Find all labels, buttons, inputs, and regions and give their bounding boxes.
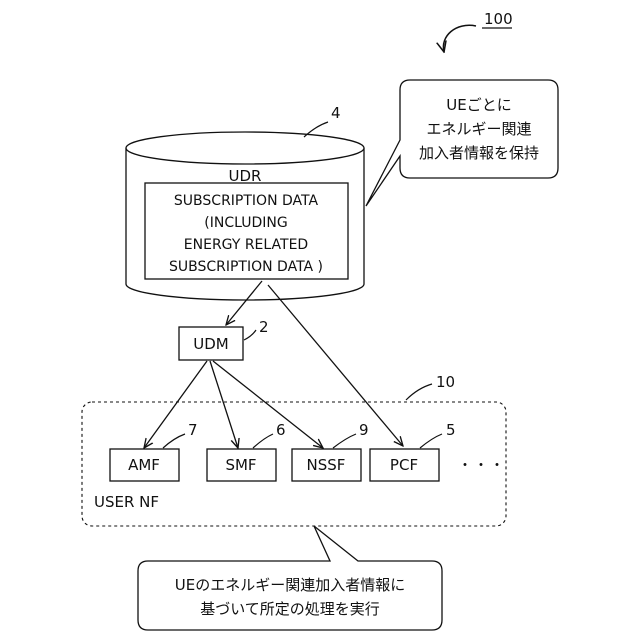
user-nf-ref-label: 10 (436, 373, 455, 391)
udr-callout-line-1: UEごとに (446, 96, 511, 114)
bottom-callout-line-2: 基づいて所定の処理を実行 (200, 600, 380, 618)
nssf-label: NSSF (307, 456, 346, 474)
udr-ref-label: 4 (331, 104, 341, 122)
amf-ref-label: 7 (188, 421, 198, 439)
smf-ref-label: 6 (276, 421, 286, 439)
udr-callout-bubble: UEごとに エネルギー関連 加入者情報を保持 (366, 80, 558, 206)
pcf-label: PCF (390, 456, 418, 474)
bottom-callout-bubble: UEのエネルギー関連加入者情報に 基づいて所定の処理を実行 (138, 526, 442, 630)
udm-label: UDM (193, 335, 228, 353)
subscription-line-1: SUBSCRIPTION DATA (174, 193, 319, 209)
udm-ref-label: 2 (259, 318, 269, 336)
arrow-udm-to-smf (210, 361, 238, 448)
pcf-ref-label: 5 (446, 421, 456, 439)
nssf-ref-label: 9 (359, 421, 369, 439)
udr-database: UDR SUBSCRIPTION DATA (INCLUDING ENERGY … (126, 132, 364, 300)
bottom-callout-line-1: UEのエネルギー関連加入者情報に (175, 576, 405, 594)
smf-ref-leader (253, 434, 273, 448)
smf-label: SMF (225, 456, 256, 474)
amf-label: AMF (128, 456, 160, 474)
figure-ref-arrow (443, 25, 476, 52)
udm-ref-leader (244, 330, 256, 340)
subscription-line-2: (INCLUDING (204, 215, 287, 231)
udr-label: UDR (229, 167, 262, 185)
arrow-udm-to-nssf (213, 361, 323, 448)
udr-callout-line-2: エネルギー関連 (426, 120, 531, 138)
more-nodes-ellipsis: ・・・ (458, 458, 506, 474)
user-nf-ref-leader (406, 384, 432, 400)
figure-ref-label: 100 (484, 10, 513, 28)
pcf-ref-leader (420, 434, 442, 448)
arrow-udm-to-amf (144, 361, 207, 448)
user-nf-label: USER NF (94, 493, 159, 511)
arrow-udr-to-pcf (268, 285, 403, 446)
udr-cylinder-top (126, 132, 364, 164)
figure-ref-group: 100 (443, 10, 512, 52)
udr-callout-line-3: 加入者情報を保持 (419, 144, 539, 162)
nssf-ref-leader (333, 434, 356, 448)
udm-node: UDM (179, 327, 243, 360)
subscription-line-4: SUBSCRIPTION DATA ) (169, 259, 323, 275)
subscription-line-3: ENERGY RELATED (184, 237, 308, 253)
amf-ref-leader (163, 434, 185, 448)
